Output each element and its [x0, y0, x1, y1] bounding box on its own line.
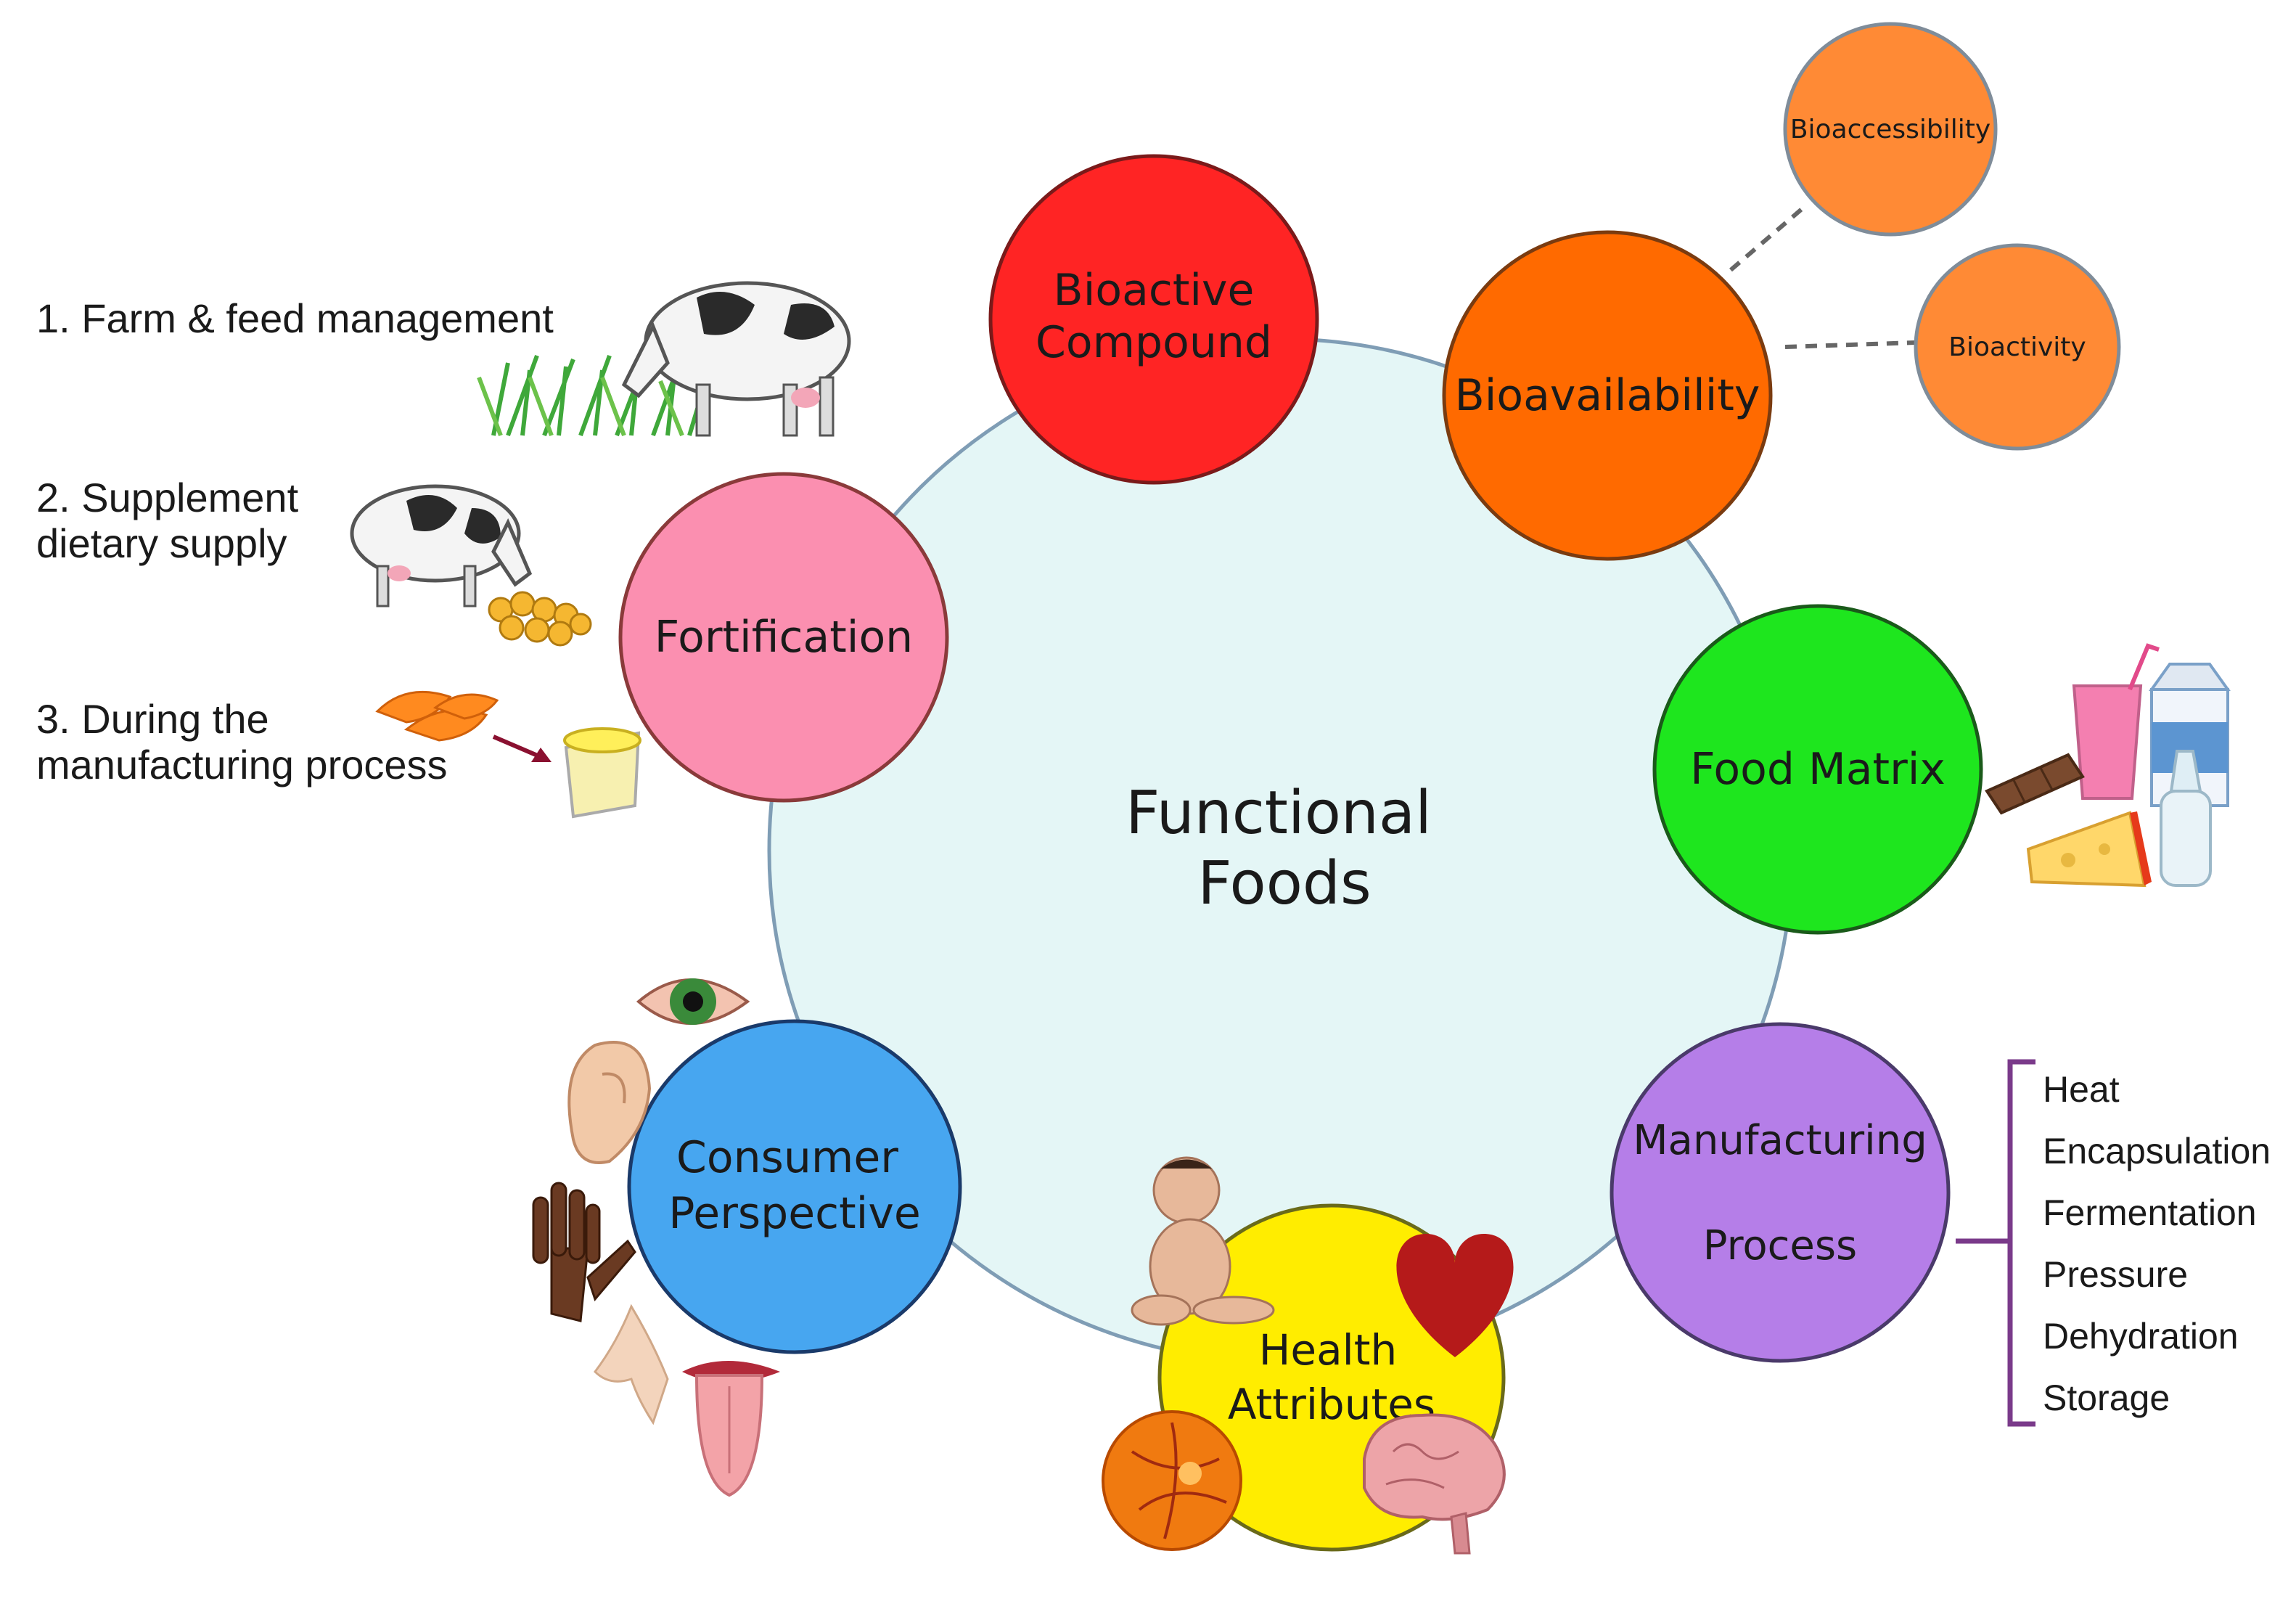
ear-icon: [567, 1041, 652, 1164]
retina-icon: [1102, 1410, 1242, 1551]
consumer-label-line2: Perspective: [668, 1188, 921, 1239]
bioavailability-circle: [1442, 230, 1773, 561]
fortification-label: Fortification: [655, 612, 913, 663]
process-item-encapsulation: Encapsulation: [2043, 1131, 2271, 1171]
fortification-method-3-line2: manufacturing process: [36, 742, 448, 787]
nose-icon: [594, 1304, 669, 1425]
eye-icon: [636, 978, 750, 1025]
heart-icon: [1396, 1234, 1514, 1357]
connector-bioactivity: [1784, 340, 1916, 349]
process-arrow: [492, 735, 546, 761]
baby-bottle-icon: [2160, 750, 2212, 887]
bioaccessibility-circle: [1783, 22, 1998, 237]
tongue-icon: [682, 1361, 780, 1497]
bioactive-label-line2: Compound: [1036, 317, 1272, 368]
cheese-icon: [2026, 811, 2152, 888]
cow-icon: [350, 484, 533, 607]
grass-icon: [477, 354, 713, 437]
process-item-fermentation: Fermentation: [2043, 1192, 2257, 1233]
orange-peel-icon: [375, 690, 499, 742]
supplement-icon: [488, 591, 592, 647]
consumer-perspective-circle: [627, 1019, 962, 1354]
food-matrix-circle: [1652, 604, 1983, 935]
bioaccessibility-label: Bioaccessibility: [1790, 115, 1990, 144]
process-bracket: [1956, 1059, 2035, 1427]
process-item-pressure: Pressure: [2043, 1254, 2188, 1295]
fortification-method-1: 1. Farm & feed management: [36, 295, 554, 341]
fortification-method-2-line2: dietary supply: [36, 520, 287, 566]
manufacturing-label-line2: Process: [1703, 1222, 1857, 1269]
manufacturing-label-line1: Manufacturing: [1633, 1117, 1927, 1164]
center-title-line1: Functional: [1126, 779, 1432, 848]
process-item-storage: Storage: [2043, 1378, 2170, 1418]
connector-bioaccessibility: [1729, 202, 1808, 272]
brain-icon: [1363, 1413, 1506, 1555]
arrow-head: [531, 748, 552, 762]
process-item-dehydration: Dehydration: [2043, 1316, 2239, 1357]
hand-icon: [532, 1182, 636, 1322]
bioactivity-circle: [1914, 243, 2121, 451]
baby-icon: [1131, 1156, 1275, 1326]
fortification-method-2-line1: 2. Supplement: [36, 475, 299, 520]
cow-icon: [621, 281, 851, 437]
manufacturing-process-circle: [1610, 1022, 1951, 1363]
food-matrix-label: Food Matrix: [1690, 744, 1946, 795]
center-title-line2: Foods: [1197, 849, 1371, 918]
health-label-line1: Health: [1259, 1325, 1397, 1375]
consumer-label-line1: Consumer: [676, 1132, 898, 1183]
fortification-method-3-line1: 3. During the: [36, 696, 269, 742]
fortification-circle: [618, 472, 949, 803]
chocolate-icon: [1985, 753, 2085, 815]
smoothie-icon: [2072, 643, 2160, 800]
bioactivity-label: Bioactivity: [1948, 332, 2086, 362]
yogurt-icon: [563, 727, 641, 819]
process-item-heat: Heat: [2043, 1069, 2120, 1110]
bioactive-compound-circle: [988, 154, 1319, 485]
bioavailability-label: Bioavailability: [1455, 370, 1760, 421]
bioactive-label-line1: Bioactive: [1054, 265, 1255, 316]
